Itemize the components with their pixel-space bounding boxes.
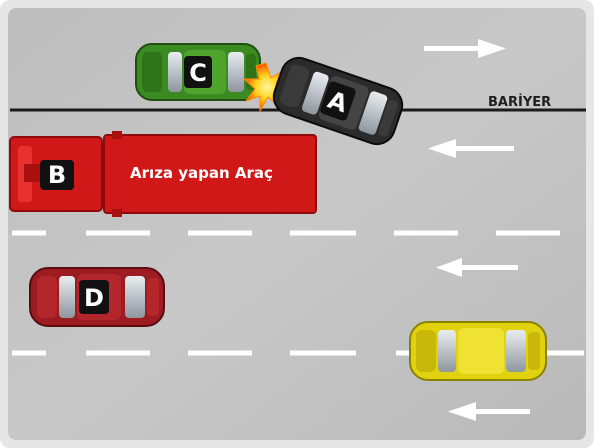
truck-label: Arıza yapan Araç xyxy=(130,164,273,182)
arrow-right-icon xyxy=(424,39,506,58)
vehicle-d: D xyxy=(29,267,165,327)
vehicle-b: B Arıza yapan Araç xyxy=(9,131,317,217)
vehicle-yellow xyxy=(409,321,547,381)
arrow-left-icon xyxy=(428,139,514,158)
vehicle-d-letter: D xyxy=(84,284,104,312)
vehicle-c-letter: C xyxy=(189,59,207,87)
vehicle-a: A xyxy=(272,56,404,146)
arrow-left-icon xyxy=(436,258,518,277)
arrow-left-icon xyxy=(448,402,530,421)
vehicle-c: C xyxy=(135,43,261,101)
vehicle-b-letter: B xyxy=(48,161,66,189)
barrier-label: BARİYER xyxy=(488,94,551,110)
